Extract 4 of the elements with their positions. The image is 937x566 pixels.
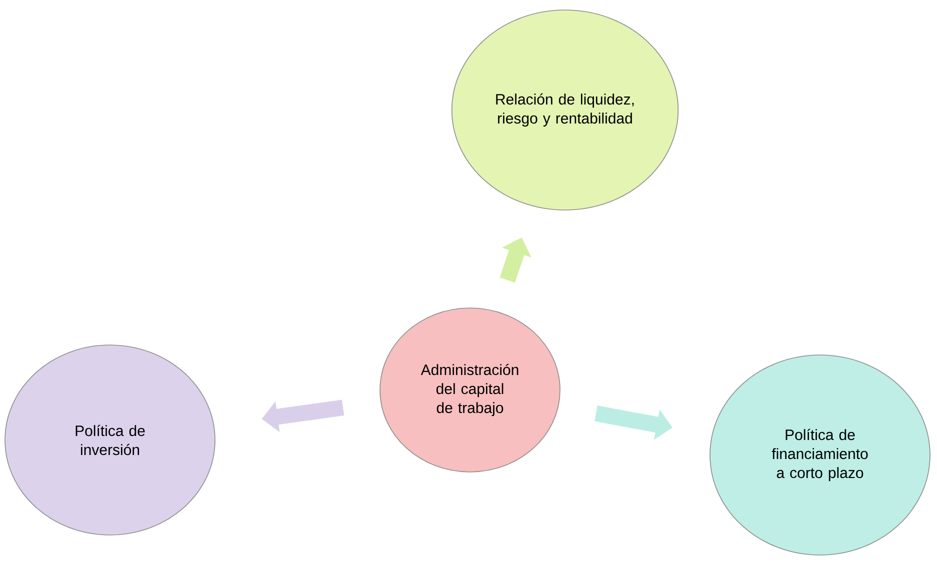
ellipse-node: Política de inversión xyxy=(4,344,216,536)
ellipse-node: Política de financiamiento a corto plazo xyxy=(710,354,930,556)
ellipse-node: Administración del capital de trabajo xyxy=(380,308,560,472)
ellipse-node: Relación de liquidez, riesgo y rentabilidad xyxy=(451,10,679,210)
